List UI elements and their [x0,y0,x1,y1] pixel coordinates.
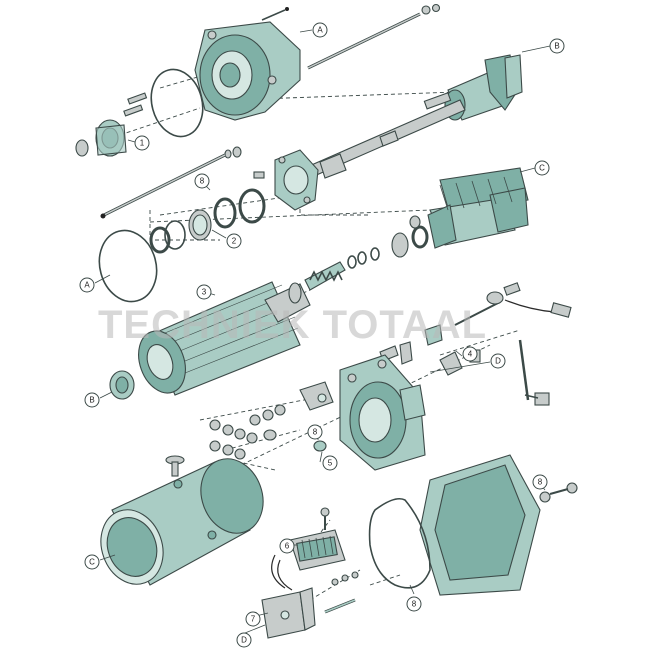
svg-text:2: 2 [232,237,237,246]
svg-text:8: 8 [313,428,318,437]
callout-b-left: B [84,392,100,408]
callout-a-top: A [312,22,328,38]
brush-lever [299,381,334,411]
svg-text:5: 5 [328,459,333,468]
svg-text:D: D [241,636,247,645]
svg-text:8: 8 [538,478,543,487]
washer-set [149,188,266,254]
through-bolt-top [307,3,441,70]
through-bolt-middle [100,153,226,219]
svg-text:6: 6 [285,542,290,551]
terminal-bracket [261,571,359,639]
terminal-nuts [209,404,327,460]
svg-text:C: C [539,164,545,173]
svg-text:D: D [495,357,501,366]
svg-text:1: 1 [140,139,145,148]
callouts: A B C A B D C D [79,22,565,648]
callout-1: 1 [134,135,150,151]
svg-text:A: A [317,26,323,35]
cover-screws [539,482,578,503]
earth-strap [518,339,550,406]
svg-text:B: B [89,396,94,405]
yoke-screw [165,455,185,477]
callout-3: 3 [196,284,212,300]
svg-text:4: 4 [468,350,473,359]
pinion-gear [75,92,148,157]
o-ring-bracket [150,68,204,138]
callout-8-middle: 8 [194,173,210,189]
callout-4: 4 [462,346,478,362]
callout-8-housing: 8 [307,424,323,440]
callout-7: 7 [245,611,261,627]
armature-drive-shaft [224,99,466,181]
callout-2: 2 [226,233,242,249]
callout-8-seal: 8 [406,596,422,612]
svg-text:3: 3 [202,288,207,297]
callout-c-bottom: C [84,554,100,570]
svg-text:8: 8 [412,600,417,609]
svg-text:7: 7 [251,615,256,624]
drive-end-bracket [194,21,301,121]
watermark-text: TECHNIEK TOTAAL [98,303,487,347]
small-key [253,171,265,179]
svg-text:B: B [554,42,559,51]
callout-a-left: A [79,277,95,293]
callout-b-top: B [549,38,565,54]
svg-text:C: C [89,558,95,567]
callout-6: 6 [279,538,295,554]
callout-d-right: D [490,353,506,369]
bearing-bush [109,370,135,400]
svg-text:A: A [84,281,90,290]
svg-text:8: 8 [200,177,205,186]
callout-5: 5 [322,455,338,471]
protective-cover [419,454,541,596]
o-ring-large [98,229,158,303]
spring-assembly [304,215,429,291]
callout-c-top: C [534,160,550,176]
callout-8-right: 8 [532,474,548,490]
commutator-end-housing [339,354,426,471]
intermediate-bearing-plate [274,149,319,211]
seal-ring [368,497,431,589]
yoke-housing [100,458,264,586]
field-coils [427,167,529,249]
solenoid-switch [271,507,346,591]
callout-d-bottom: D [236,632,252,648]
armature [138,281,311,396]
